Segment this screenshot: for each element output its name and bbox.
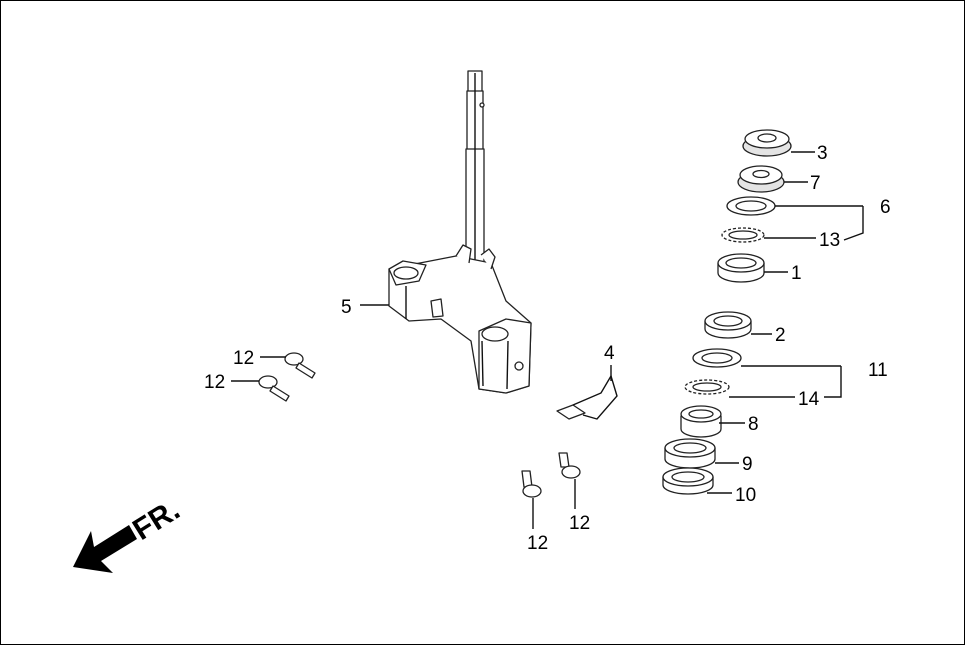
upper-ball-race-cone bbox=[726, 196, 776, 216]
steering-stem bbox=[388, 70, 532, 394]
callout-14: 14 bbox=[798, 389, 820, 410]
callout-11: 11 bbox=[868, 360, 888, 381]
bolt-upper-left bbox=[284, 352, 316, 379]
callout-12-upper-left: 12 bbox=[233, 348, 254, 369]
callout-5: 5 bbox=[341, 297, 352, 318]
callout-12-bottom-right: 12 bbox=[569, 513, 590, 534]
dust-seal-washer bbox=[664, 438, 716, 469]
bolt-bottom-left bbox=[521, 470, 542, 498]
callout-1: 1 bbox=[791, 263, 802, 284]
upper-ball-race-cup bbox=[717, 253, 765, 283]
dust-seal bbox=[680, 405, 722, 438]
hose-clip bbox=[556, 374, 618, 420]
callout-6: 6 bbox=[880, 197, 891, 218]
adjusting-nut bbox=[737, 165, 785, 193]
callout-9: 9 bbox=[742, 454, 753, 475]
callout-13: 13 bbox=[819, 230, 840, 251]
callout-12-lower-left: 12 bbox=[204, 372, 225, 393]
callout-8: 8 bbox=[748, 414, 759, 435]
upper-steel-balls bbox=[721, 227, 765, 243]
lower-ball-race-cone bbox=[692, 348, 742, 368]
callout-7: 7 bbox=[810, 173, 821, 194]
lower-steel-balls bbox=[684, 379, 730, 395]
callout-3: 3 bbox=[817, 143, 828, 164]
bolt-lower-left bbox=[258, 375, 290, 402]
bolt-bottom-right bbox=[558, 452, 581, 479]
callout-10: 10 bbox=[735, 485, 756, 506]
callout-2: 2 bbox=[775, 325, 786, 346]
leader-lines bbox=[231, 151, 864, 529]
callout-12-bottom-left: 12 bbox=[527, 533, 548, 554]
callout-4: 4 bbox=[604, 343, 615, 364]
bottom-washer bbox=[662, 467, 714, 495]
lower-ball-race-cup bbox=[704, 311, 752, 339]
callout-labels: 3 7 6 13 1 5 2 4 11 14 8 9 10 12 12 12 1… bbox=[204, 143, 891, 554]
front-direction-arrow: FR. bbox=[73, 493, 186, 573]
stem-nut bbox=[742, 129, 792, 157]
